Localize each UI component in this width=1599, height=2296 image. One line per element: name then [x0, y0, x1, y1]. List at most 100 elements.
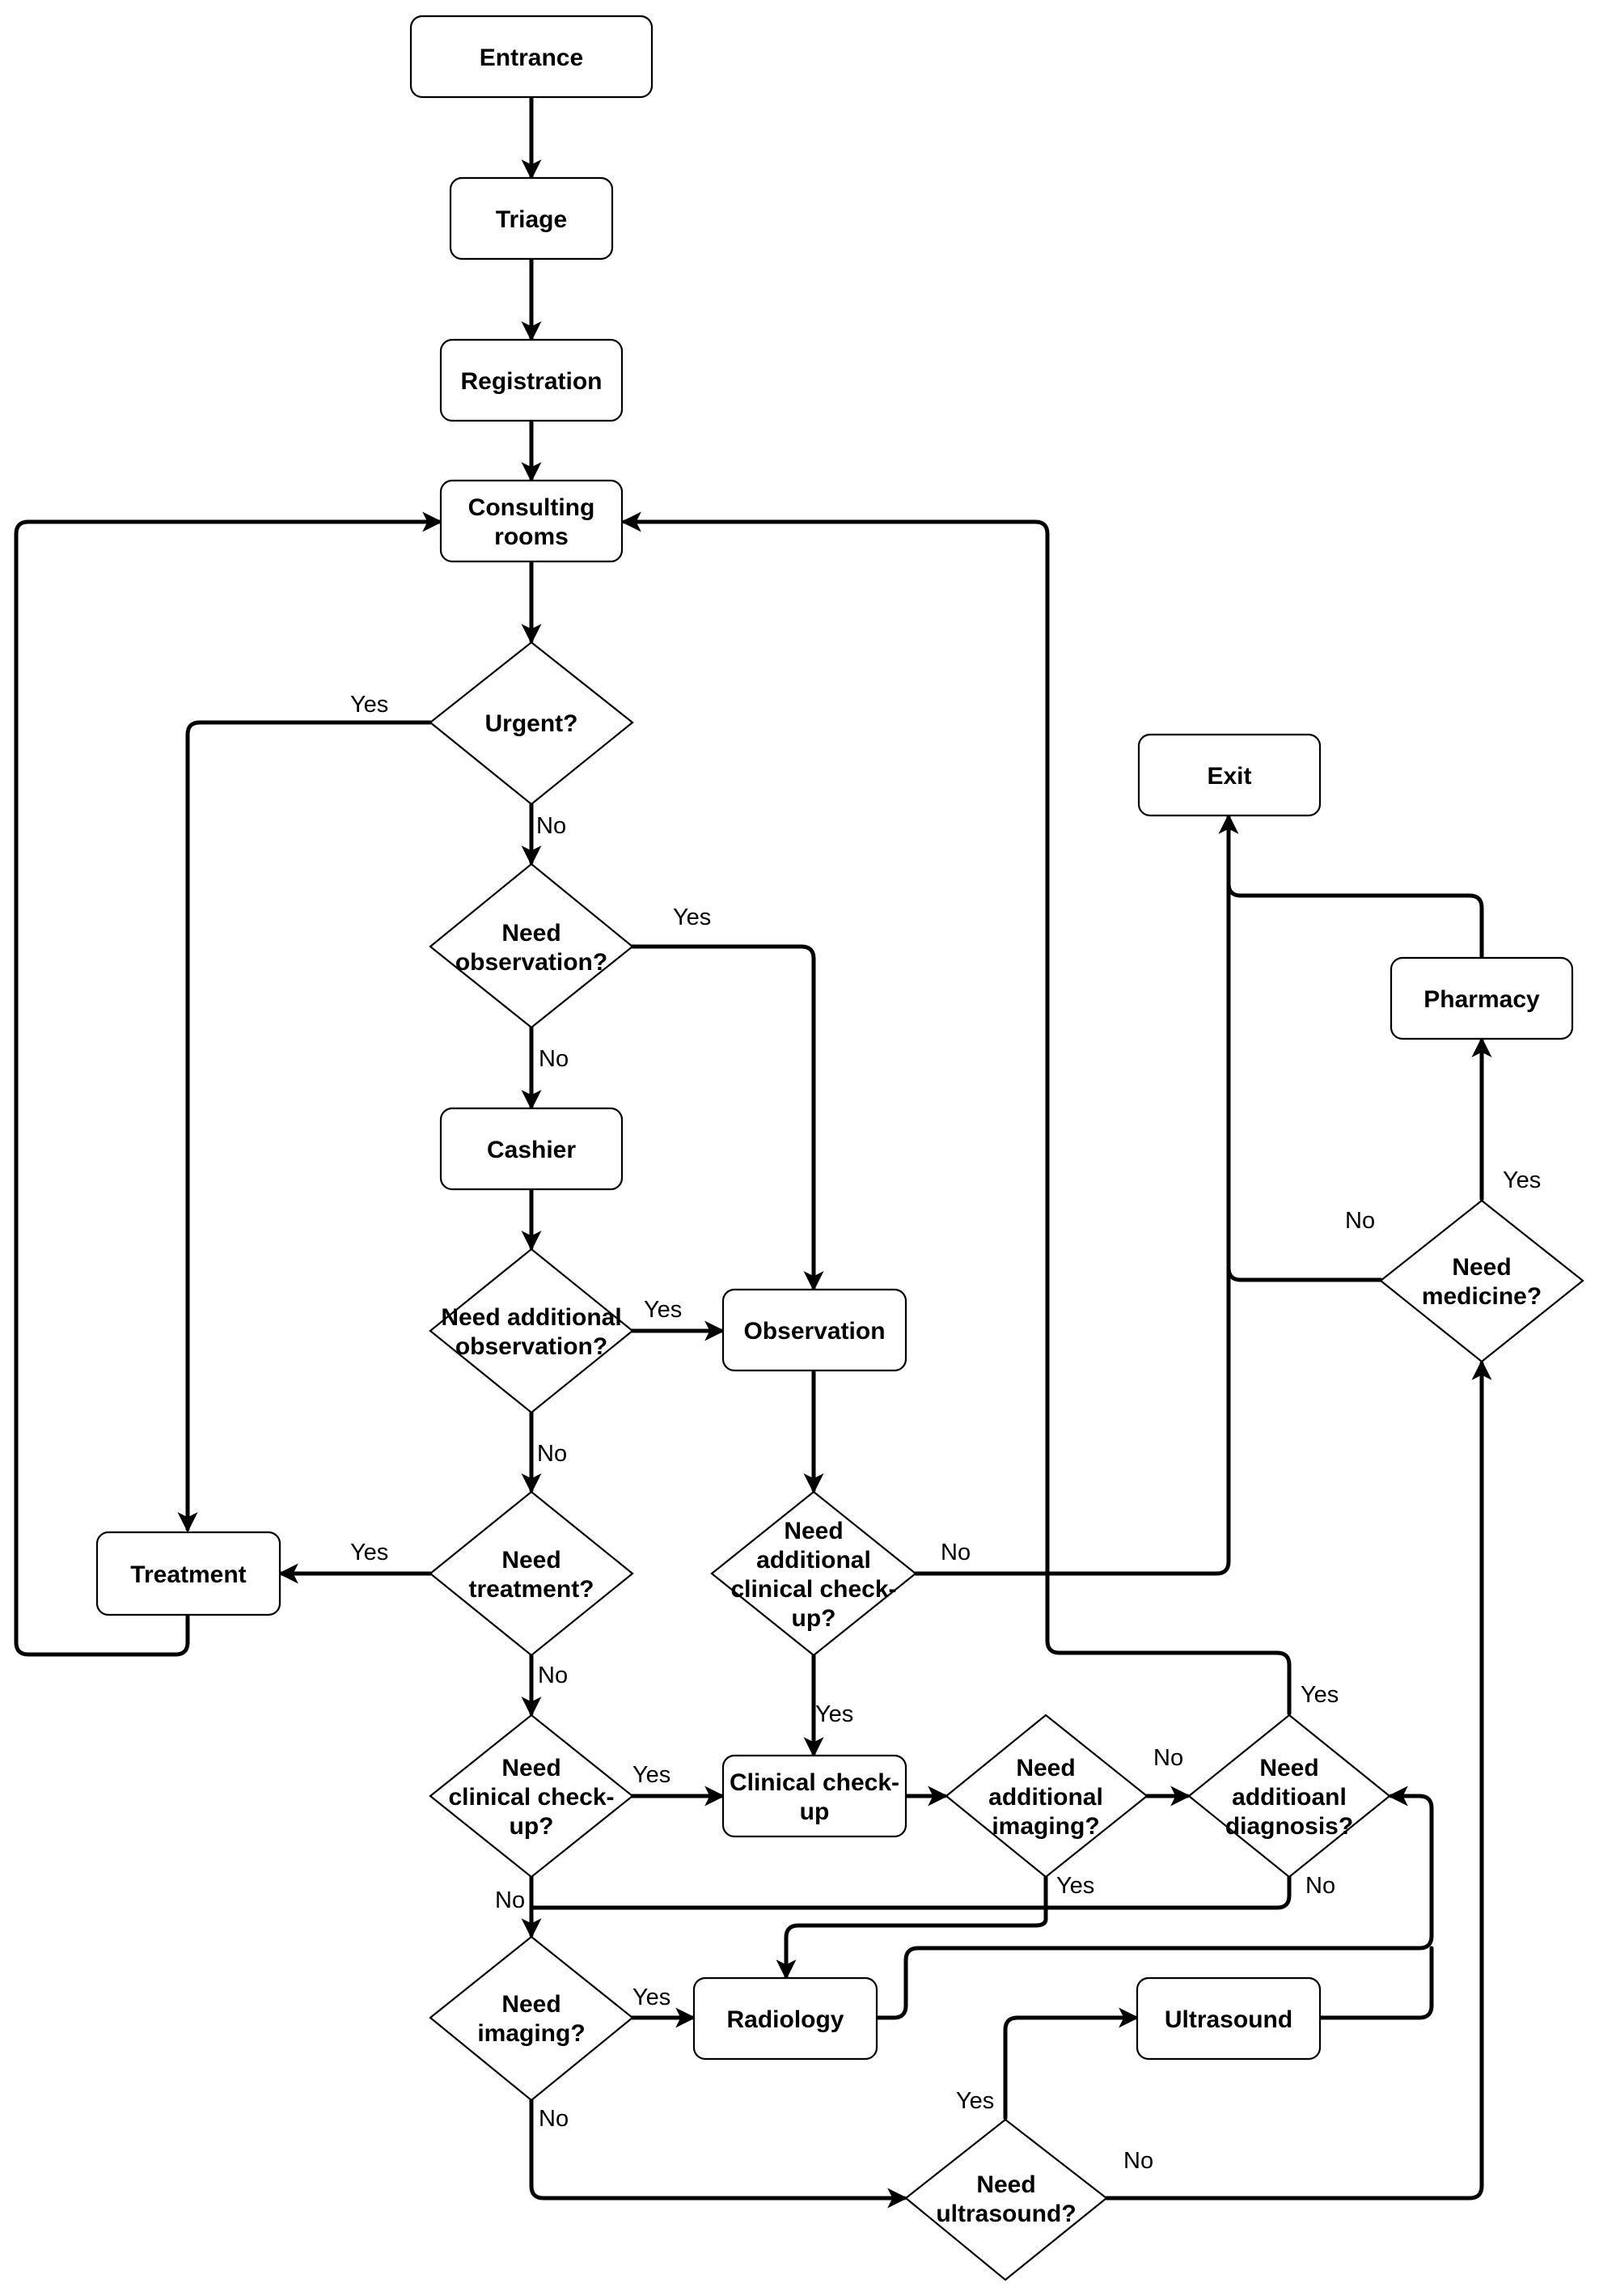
entrance-line-0: Entrance [480, 44, 583, 71]
observation-line-0: Observation [743, 1318, 885, 1345]
need_observation-line-0: Need [501, 920, 560, 947]
node-observation[interactable]: Observation [721, 1288, 907, 1372]
label-imaging-yes: Yes [632, 1985, 670, 2010]
need_add_imaging-line-2: imaging? [992, 1813, 1099, 1840]
edges [14, 96, 1492, 2209]
node-radiology[interactable]: Radiology [692, 1976, 878, 2061]
label-medicine-no: No [1345, 1208, 1375, 1234]
need_add_diagnosis-line-1: additioanl [1232, 1784, 1347, 1811]
need_medicine-line-0: Need [1452, 1254, 1511, 1281]
node-pharmacy-text: Pharmacy [1423, 986, 1540, 1013]
edge-add-checkup-no-exit [913, 813, 1239, 1576]
consulting-line-1: rooms [494, 523, 569, 550]
label-add-diagnosis-yes: Yes [1301, 1682, 1339, 1708]
radiology-line-0: Radiology [726, 2006, 844, 2033]
label-imaging-no: No [539, 2106, 569, 2132]
pharmacy-line-0: Pharmacy [1423, 986, 1540, 1013]
need_add_imaging-line-0: Need [1016, 1755, 1075, 1781]
node-triage[interactable]: Triage [449, 176, 614, 261]
urgent-line-0: Urgent? [485, 710, 578, 737]
node-clinical-checkup[interactable]: Clinical check-up [721, 1754, 907, 1838]
label-ultrasound-yes: Yes [956, 2088, 994, 2114]
decision-need-ultrasound-text: Need ultrasound? [936, 2171, 1076, 2227]
label-add-observation-yes: Yes [644, 1297, 682, 1323]
need_ultrasound-line-1: ultrasound? [936, 2201, 1076, 2227]
node-observation-text: Observation [743, 1318, 885, 1345]
node-ultrasound[interactable]: Ultrasound [1136, 1976, 1322, 2061]
label-checkup-no: No [495, 1887, 525, 1913]
decision-urgent[interactable]: Urgent? [429, 641, 634, 806]
need_medicine-line-1: medicine? [1422, 1283, 1542, 1310]
clinical_checkup-line-0: Clinical check- [730, 1769, 899, 1796]
edge-add-imaging-yes-radiology [776, 1875, 1048, 1980]
edge-radiology-to-add-diagnosis [874, 1786, 1434, 2020]
need_ultrasound-line-0: Need [976, 2171, 1035, 2198]
need_treatment-line-0: Need [501, 1547, 560, 1574]
edge-add-diagnosis-no-to-imaging [529, 1875, 1292, 1910]
node-exit-text: Exit [1207, 763, 1251, 790]
need_add_imaging-line-1: additional [988, 1784, 1103, 1811]
node-cashier[interactable]: Cashier [439, 1107, 624, 1191]
registration-line-0: Registration [460, 368, 602, 395]
cashier-line-0: Cashier [487, 1137, 576, 1163]
need_imaging-line-1: imaging? [477, 2020, 585, 2047]
node-exit[interactable]: Exit [1137, 733, 1322, 817]
node-registration[interactable]: Registration [439, 338, 624, 422]
node-radiology-text: Radiology [726, 2006, 844, 2033]
label-ultrasound-no: No [1123, 2148, 1153, 2174]
node-pharmacy[interactable]: Pharmacy [1390, 956, 1574, 1040]
node-treatment[interactable]: Treatment [95, 1531, 281, 1616]
node-ultrasound-text: Ultrasound [1165, 2006, 1292, 2033]
label-urgent-no: No [536, 813, 566, 839]
label-observation-no: No [539, 1046, 569, 1072]
edge-ultrasound-to-add-diagnosis [1318, 1946, 1434, 2020]
clinical_checkup-line-1: up [800, 1798, 830, 1825]
need_add_diagnosis-line-0: Need [1259, 1755, 1318, 1781]
need_add_checkup-line-2: clinical check- [730, 1576, 896, 1603]
consulting-line-0: Consulting [468, 494, 595, 521]
decision-urgent-text: Urgent? [485, 710, 578, 737]
exit-line-0: Exit [1207, 763, 1251, 790]
need_add_checkup-line-0: Need [784, 1518, 843, 1544]
node-cashier-text: Cashier [487, 1137, 576, 1163]
need_treatment-line-1: treatment? [468, 1576, 594, 1603]
label-medicine-yes: Yes [1503, 1167, 1541, 1193]
label-add-observation-no: No [537, 1441, 567, 1467]
label-urgent-yes: Yes [350, 692, 388, 718]
edge-add-diagnosis-yes-consulting [620, 511, 1292, 1716]
node-registration-text: Registration [460, 368, 602, 395]
edge-pharmacy-exit [1226, 881, 1484, 959]
edge-urgent-yes-treatment [177, 720, 433, 1533]
edge-imaging-no [529, 2098, 908, 2209]
need_add_checkup-line-1: additional [756, 1547, 871, 1574]
edge-ultrasound-no-medicine [1104, 1359, 1492, 2201]
need_add_observation-line-0: Need additional [441, 1304, 621, 1331]
node-entrance[interactable]: Entrance [409, 15, 654, 99]
triage-line-0: Triage [496, 206, 567, 233]
label-add-imaging-yes: Yes [1056, 1873, 1094, 1899]
label-treatment-yes: Yes [350, 1540, 388, 1565]
label-treatment-no: No [538, 1663, 568, 1688]
edge-treatment-back-consulting [14, 511, 443, 1657]
decision-need-ultrasound[interactable]: Need ultrasound? [904, 2118, 1108, 2281]
